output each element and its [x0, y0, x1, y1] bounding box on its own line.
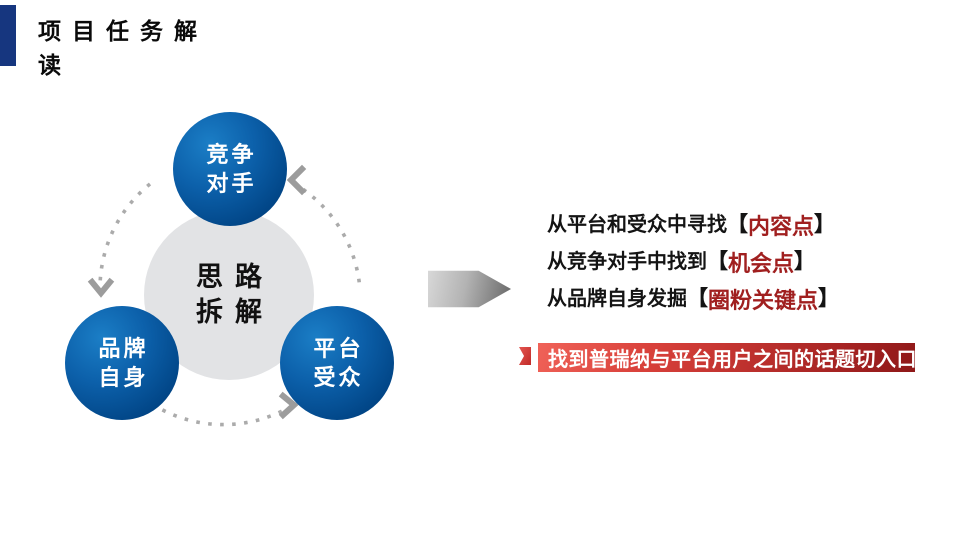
- center-node-line1: 思路: [196, 262, 274, 292]
- bracket-close: 】: [814, 213, 836, 236]
- arc-right-arrowhead-icon: [286, 164, 307, 196]
- page-title-line1: 项目任务解: [38, 18, 208, 44]
- node-platform-audience: 平台 受众: [280, 306, 394, 420]
- insight-3-prefix: 从品牌自身发掘: [547, 288, 687, 310]
- insight-1-prefix: 从平台和受众中寻找: [547, 214, 727, 236]
- bracket-open: 【: [727, 213, 748, 236]
- node-competitors: 竞争 对手: [173, 112, 287, 226]
- node-brand-line2: 自身: [98, 365, 149, 390]
- node-brand: 品牌 自身: [65, 306, 179, 420]
- bracket-close: 】: [818, 287, 840, 310]
- insight-2-prefix: 从竞争对手中找到: [547, 251, 707, 273]
- node-platform-audience-line1: 平台: [313, 336, 364, 361]
- insight-2-keyword: 机会点: [728, 251, 795, 276]
- bracket-open: 【: [707, 250, 728, 273]
- arc-bottom-arrowhead-icon: [278, 391, 299, 420]
- insight-1-keyword: 内容点: [748, 214, 815, 239]
- bracket-open: 【: [687, 287, 708, 310]
- center-node-line2: 拆解: [196, 297, 274, 327]
- node-brand-line1: 品牌: [98, 336, 149, 361]
- conclusion-banner-text: 找到普瑞纳与平台用户之间的话题切入口: [548, 349, 915, 371]
- arc-bottom: [151, 402, 289, 427]
- cycle-arrows: [87, 164, 362, 427]
- flow-arrow-icon: [428, 270, 511, 308]
- page-title: 项目任务解 读: [38, 14, 268, 82]
- arc-left: [98, 182, 152, 289]
- insight-line-2: 从竞争对手中找到【机会点】: [547, 242, 839, 279]
- cycle-diagram: 思路 拆解 竞争 对手 品牌 自身 平台 受众: [40, 95, 420, 445]
- arc-right: [292, 181, 362, 291]
- insight-list: 从平台和受众中寻找【内容点】 从竞争对手中找到【机会点】 从品牌自身发掘【圈粉关…: [547, 205, 839, 316]
- insight-line-1: 从平台和受众中寻找【内容点】: [547, 205, 839, 242]
- arc-left-arrowhead-icon: [87, 277, 115, 298]
- node-platform-audience-line2: 受众: [313, 365, 364, 390]
- conclusion-banner: 找到普瑞纳与平台用户之间的话题切入口: [538, 343, 915, 372]
- insight-3-keyword: 圈粉关键点: [708, 288, 819, 313]
- banner-notch-icon: [519, 347, 531, 365]
- insight-line-3: 从品牌自身发掘【圈粉关键点】: [547, 279, 839, 316]
- page-title-line2: 读: [38, 52, 72, 78]
- title-accent-bar: [0, 5, 16, 66]
- node-competitors-line2: 对手: [206, 171, 257, 196]
- bracket-close: 】: [794, 250, 816, 273]
- node-competitors-line1: 竞争: [206, 142, 257, 167]
